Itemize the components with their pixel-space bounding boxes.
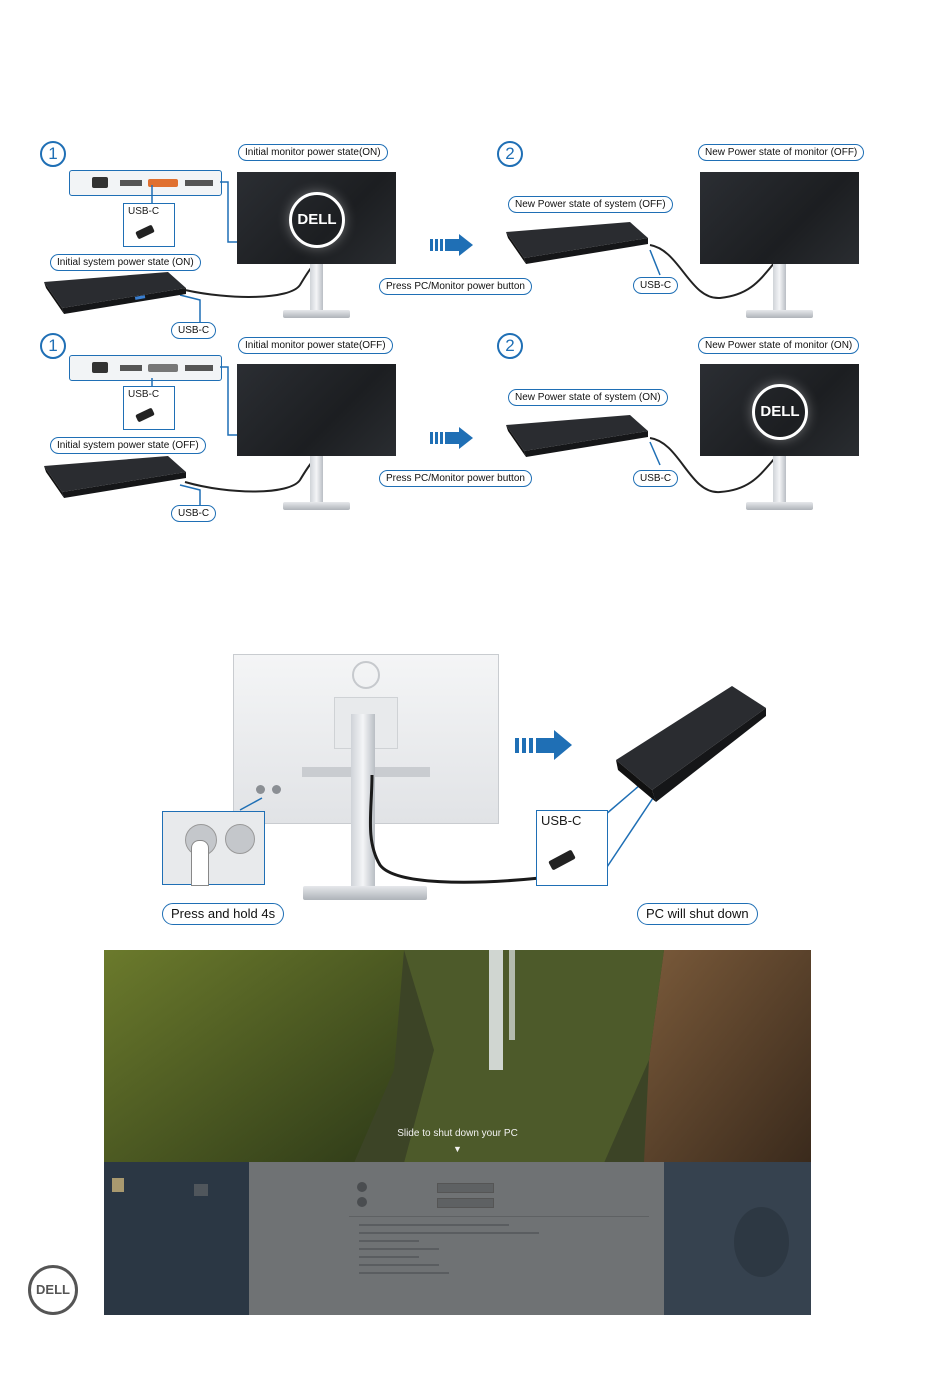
monitor-stand-right — [773, 264, 786, 312]
monitor-off — [237, 364, 396, 456]
usbc-cable-callout: USB-C — [123, 203, 175, 247]
slide-to-shutdown-text[interactable]: Slide to shut down your PC — [397, 1128, 518, 1139]
joystick-icon — [225, 824, 255, 854]
finger-icon — [191, 840, 209, 886]
arrow-right-icon — [430, 427, 473, 449]
docking-station — [44, 456, 186, 498]
new-system-state-label: New Power state of system (ON) — [508, 389, 668, 406]
initial-monitor-state-label: Initial monitor power state(OFF) — [238, 337, 393, 354]
monitor-on: DELL — [700, 364, 859, 456]
initial-system-state-label: Initial system power state (ON) — [50, 254, 201, 271]
usbc-right-label: USB-C — [633, 277, 679, 294]
usbc-dock-label: USB-C — [171, 505, 217, 522]
usbc-cable-callout: USB-C — [123, 386, 175, 430]
monitor-on: DELL — [237, 172, 396, 264]
dell-logo-icon: DELL — [289, 192, 345, 248]
press-power-button-label: Press PC/Monitor power button — [379, 470, 532, 487]
new-monitor-state-label: New Power state of monitor (OFF) — [698, 144, 865, 161]
docking-station-right — [506, 222, 648, 264]
initial-system-state-label: Initial system power state (OFF) — [50, 437, 206, 454]
monitor-base-right — [746, 310, 813, 318]
monitor-io-panel — [69, 170, 222, 196]
arrow-right-icon — [430, 234, 473, 256]
tree-silhouette — [734, 1207, 789, 1277]
dell-logo-icon: DELL — [752, 384, 808, 440]
new-monitor-state-label: New Power state of monitor (ON) — [698, 337, 860, 354]
desktop-right-region — [664, 1162, 811, 1315]
step-2-marker: 2 — [497, 141, 523, 167]
power-settings-window — [249, 1162, 664, 1315]
monitor-stand — [310, 456, 323, 504]
power-button-icon — [357, 1182, 367, 1192]
step-2-marker: 2 — [497, 333, 523, 359]
joystick-icon — [272, 785, 281, 794]
monitor-base — [283, 502, 350, 510]
monitor-stand-right — [773, 456, 786, 504]
connector-lines-3 — [239, 774, 656, 884]
monitor-base — [303, 886, 427, 900]
docking-station — [616, 686, 766, 802]
monitor-base-right — [746, 502, 813, 510]
power-button-callout — [162, 811, 265, 886]
waterfall-landscape — [104, 950, 811, 1163]
monitor-off — [700, 172, 859, 264]
usbc-cable-callout: USB-C — [536, 810, 608, 886]
usbc-right-label: USB-C — [633, 470, 679, 487]
sleep-button-dropdown[interactable] — [437, 1198, 494, 1208]
power-button-icon — [256, 785, 265, 794]
dell-logo-icon — [352, 661, 380, 689]
monitor-io-panel — [69, 355, 222, 381]
docking-station — [44, 272, 186, 314]
docking-station-right — [506, 415, 648, 457]
connector-lines-1 — [151, 181, 776, 322]
folder-icon — [112, 1178, 124, 1192]
app-icon — [194, 1184, 208, 1196]
step-1-marker: 1 — [40, 141, 66, 167]
press-hold-label: Press and hold 4s — [162, 903, 285, 925]
dell-logo-icon: DELL — [28, 1265, 78, 1315]
usbc-dock-label: USB-C — [171, 322, 217, 339]
monitor-stand — [310, 264, 323, 312]
new-system-state-label: New Power state of system (OFF) — [508, 196, 673, 213]
sleep-button-icon — [357, 1197, 367, 1207]
step-1-marker: 1 — [40, 333, 66, 359]
initial-monitor-state-label: Initial monitor power state(ON) — [238, 144, 388, 161]
desktop-left-region — [104, 1162, 249, 1315]
monitor-base — [283, 310, 350, 318]
pc-shutdown-label: PC will shut down — [637, 903, 758, 925]
press-power-button-label: Press PC/Monitor power button — [379, 278, 532, 295]
slide-down-arrow-icon[interactable]: ▼ — [453, 1144, 462, 1154]
power-button-dropdown[interactable] — [437, 1183, 494, 1193]
arrow-right-icon — [515, 730, 572, 760]
